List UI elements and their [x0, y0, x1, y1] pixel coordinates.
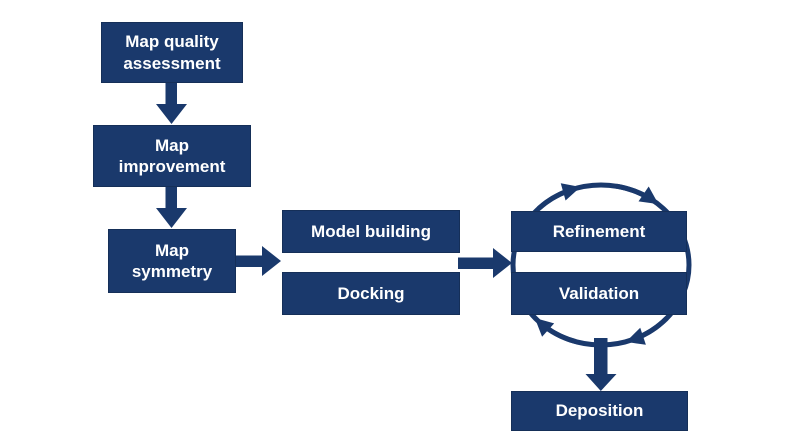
arrow-right-symmetry-to-building-icon [236, 246, 281, 276]
node-label: Docking [337, 283, 405, 303]
arrow-down-cycle-to-deposition-icon [585, 338, 617, 391]
arrow-right-building-to-refinement-icon [458, 248, 512, 278]
node-validation: Validation [511, 272, 687, 315]
node-label: Deposition [555, 401, 644, 421]
node-deposition: Deposition [511, 391, 688, 431]
arrow-down-improvement-to-symmetry-icon [156, 187, 187, 228]
node-map-quality-assessment: Map quality assessment [101, 22, 243, 83]
node-map-symmetry: Map symmetry [108, 229, 236, 293]
node-label: Model building [311, 221, 431, 241]
node-model-building: Model building [282, 210, 460, 253]
node-map-improvement: Map improvement [93, 125, 251, 187]
cycle-arrow-bottom-left-icon [534, 317, 577, 344]
node-label: Refinement [552, 221, 646, 241]
cycle-arrow-top-right-icon [615, 183, 659, 205]
node-label: Map improvement [118, 135, 226, 176]
node-docking: Docking [282, 272, 460, 315]
node-label: Map quality assessment [123, 32, 221, 73]
arrow-down-quality-to-improvement-icon [156, 83, 187, 124]
cycle-arrow-bottom-right-icon [625, 316, 669, 345]
node-label: Map symmetry [131, 240, 213, 281]
cycle-arrow-top-left-icon [537, 183, 581, 211]
node-refinement: Refinement [511, 211, 687, 252]
node-label: Validation [558, 283, 640, 303]
